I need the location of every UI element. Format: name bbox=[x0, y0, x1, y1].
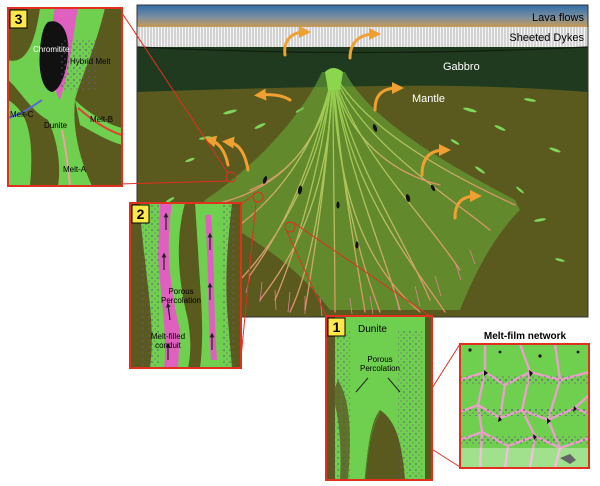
inset-2: 2 Porous Percolation Melt-filled conduit bbox=[129, 202, 242, 369]
melt-conduit bbox=[158, 203, 180, 368]
melt-flow-arrows bbox=[204, 26, 482, 220]
label-melt-b: Melt-B bbox=[90, 115, 113, 124]
inset-3-badge bbox=[9, 9, 28, 29]
lava-flows-layer bbox=[137, 5, 588, 27]
melt-pockets bbox=[468, 348, 580, 464]
label-melt-a: Melt-A bbox=[63, 165, 87, 174]
inset-1-number: 1 bbox=[333, 319, 341, 335]
label-chromitite: Chromitite bbox=[33, 45, 70, 54]
inset-3-number: 3 bbox=[15, 11, 23, 27]
inset-1-badge bbox=[327, 317, 346, 337]
melt-a-stream bbox=[61, 129, 71, 186]
inset-2-border bbox=[129, 202, 242, 369]
inset-melt-film-border bbox=[459, 343, 590, 469]
label-hybrid-melt: Hybrid Melt bbox=[70, 57, 111, 66]
inset-1-border bbox=[325, 315, 433, 481]
inset-3-border bbox=[7, 7, 123, 187]
label-dunite-1: Dunite bbox=[358, 324, 387, 335]
label-porous-1b: Percolation bbox=[360, 364, 400, 373]
chromitite-pods bbox=[262, 124, 436, 249]
inset-melt-film-title: Melt-film network bbox=[484, 331, 567, 342]
channel-apex bbox=[325, 68, 343, 90]
label-conduit-a: Melt-filled bbox=[151, 332, 185, 341]
inset-melt-film: Melt-film network bbox=[459, 331, 590, 469]
inset-2-badge bbox=[131, 204, 150, 224]
gabbro-layer bbox=[137, 47, 588, 92]
label-porous-2b: Percolation bbox=[161, 296, 201, 305]
channel-network bbox=[200, 72, 520, 310]
label-gabbro: Gabbro bbox=[443, 61, 480, 73]
label-porous-2a: Porous bbox=[168, 287, 193, 296]
label-conduit-b: conduit bbox=[155, 341, 182, 350]
melt-b-stream bbox=[77, 107, 122, 136]
label-lava-flows: Lava flows bbox=[532, 12, 584, 24]
inset-1: 1 Dunite Porous Percolation bbox=[325, 315, 433, 481]
inset-3: 3 Chromitite Hybrid Melt Melt-C Dunite M… bbox=[7, 7, 123, 187]
label-porous-1a: Porous bbox=[367, 355, 392, 364]
label-mantle: Mantle bbox=[412, 93, 445, 105]
melt-c-stream bbox=[8, 99, 43, 119]
label-dunite-3: Dunite bbox=[44, 121, 68, 130]
root-fringe bbox=[219, 249, 476, 317]
label-sheeted-dykes: Sheeted Dykes bbox=[509, 32, 584, 44]
inset-2-number: 2 bbox=[137, 206, 145, 222]
label-melt-c: Melt-C bbox=[10, 110, 34, 119]
